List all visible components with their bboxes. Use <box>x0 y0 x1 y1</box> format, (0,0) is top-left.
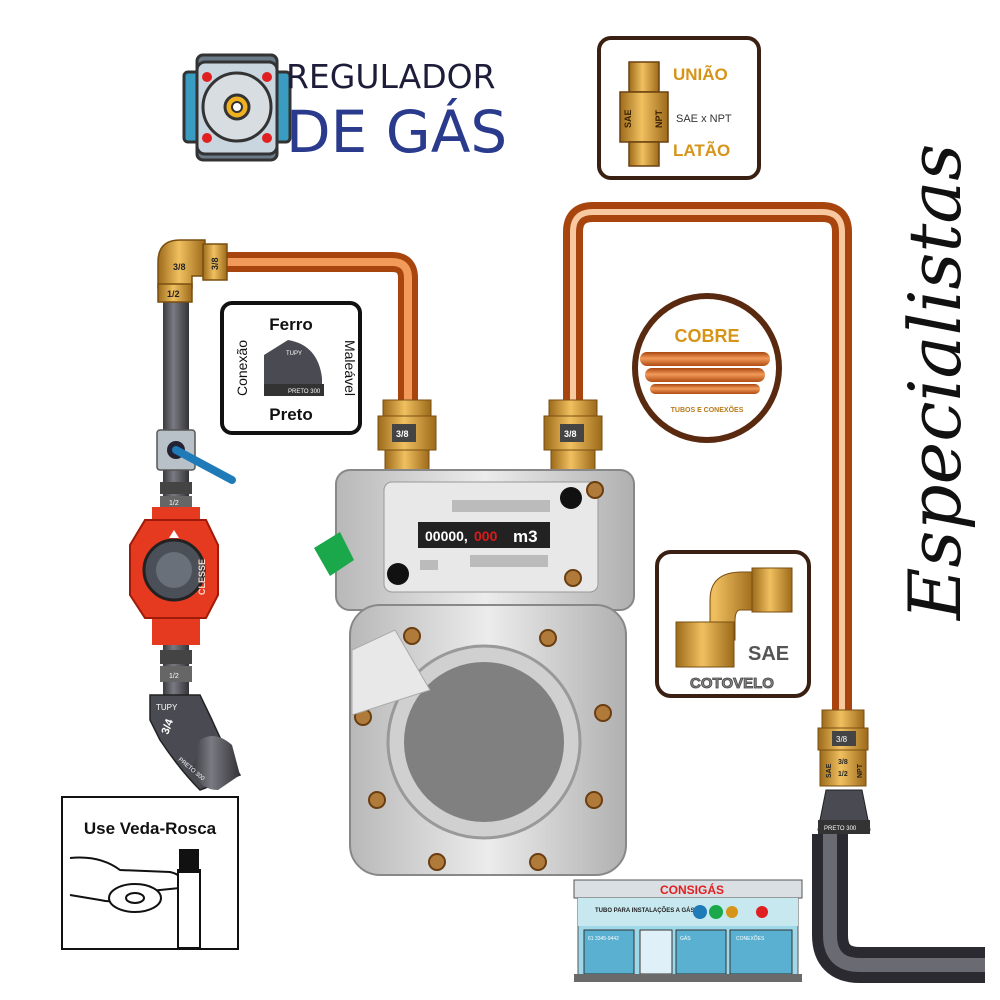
ferro-card-right: Maleável <box>342 340 358 396</box>
meter-unit: m3 <box>513 527 538 546</box>
green-tab <box>314 532 354 576</box>
ferro-elbow-label: PRETO 300 <box>288 389 321 395</box>
reg-small-label: 1/2 <box>169 500 179 507</box>
uniao-label-mid: SAE x NPT <box>676 113 732 125</box>
uniao-label-bottom: LATÃO <box>673 140 730 160</box>
hand-tape-icon <box>69 849 201 949</box>
cotovelo-label-bottom: COTOVELO <box>690 675 774 692</box>
reg-lower-label: 1/2 <box>169 673 179 680</box>
right-size2-label: 1/2 <box>838 771 848 778</box>
uniao-fitting-left: SAE <box>623 109 633 128</box>
elbow-size-label: 3/4 <box>160 717 177 736</box>
right-size-label: 3/8 <box>838 759 848 766</box>
ferro-card-left: Conexão <box>234 340 250 396</box>
copper-tubes-icon <box>640 352 770 394</box>
regulator-fittings: 1/2 1/2 <box>160 482 192 682</box>
ball-valve <box>156 429 236 484</box>
right-nut-label: 3/8 <box>836 735 848 744</box>
right-fittings: 3/8 SAE 3/8 1/2 NPT PRETO 300 <box>812 709 985 983</box>
copper-top-label: 3/8 <box>210 257 220 270</box>
veda-card-title: Use Veda-Rosca <box>84 819 217 838</box>
copper-pipe-right <box>563 202 852 712</box>
meter-nut-right-label: 3/8 <box>564 429 577 439</box>
lower-left-elbow: 3/4 TUPY PRETO 300 <box>149 694 242 791</box>
uniao-fitting-right: NPT <box>654 109 664 128</box>
cobre-title: COBRE <box>674 326 739 346</box>
ferro-card-bottom: Preto <box>269 405 312 424</box>
regulator-title-line1: REGULADOR <box>286 57 496 96</box>
cotovelo-label-right: SAE <box>748 643 789 665</box>
regulator-brand: CLESSE <box>197 559 207 595</box>
ferro-card: Ferro Preto Conexão Maleável PRETO 300 T… <box>220 301 362 435</box>
meter-nut-left: 3/8 <box>377 399 437 473</box>
store-sign: CONSIGÁS <box>660 882 724 897</box>
right-sae-label: SAE <box>826 763 833 778</box>
red-regulator: CLESSE <box>129 507 219 645</box>
top-left-elbow: 3/8 3/8 1/2 <box>157 239 228 303</box>
copper-pipe-left <box>222 252 418 405</box>
sae-elbow-icon <box>675 567 793 668</box>
uniao-card: SAE NPT UNIÃO SAE x NPT LATÃO <box>597 36 761 180</box>
side-text: Especialistas <box>893 144 977 622</box>
store-sec1: GÁS <box>680 935 691 942</box>
cobre-badge: COBRE TUBOS E CONEXÕES <box>632 293 782 443</box>
ferro-card-top: Ferro <box>269 315 312 334</box>
left-pipe-mid-label: 1/2 <box>167 289 180 299</box>
meter-reading-dec: 000 <box>474 528 498 544</box>
left-pipe-top-label: 3/8 <box>173 262 186 272</box>
store-phone: 61 3345-9442 <box>588 936 619 942</box>
meter-nut-left-label: 3/8 <box>396 429 409 439</box>
meter-reading-int: 00000, <box>425 528 468 544</box>
store-illustration: CONSIGÁS TUBO PARA INSTALAÇÕES A GÁS 61 … <box>573 879 803 982</box>
elbow-brand-label: TUPY <box>156 703 178 712</box>
cotovelo-card: SAE COTOVELO <box>655 550 811 698</box>
regulator-title-line2: DE GÁS <box>286 97 507 166</box>
ferro-elbow-brand: TUPY <box>286 351 302 357</box>
gas-meter: 3/8 3/8 00000, 000 m3 <box>314 399 635 876</box>
regulator-icon <box>182 53 292 162</box>
store-banner: TUBO PARA INSTALAÇÕES A GÁS <box>595 907 694 914</box>
meter-nut-right: 3/8 <box>543 399 603 473</box>
veda-card: Use Veda-Rosca <box>61 796 239 950</box>
cobre-subtitle: TUBOS E CONEXÕES <box>671 405 744 414</box>
right-elbow-brand: PRETO 300 <box>824 826 857 832</box>
uniao-label-top: UNIÃO <box>673 64 728 84</box>
right-npt-label: NPT <box>857 763 864 778</box>
store-sec2: CONEXÕES <box>736 935 765 942</box>
